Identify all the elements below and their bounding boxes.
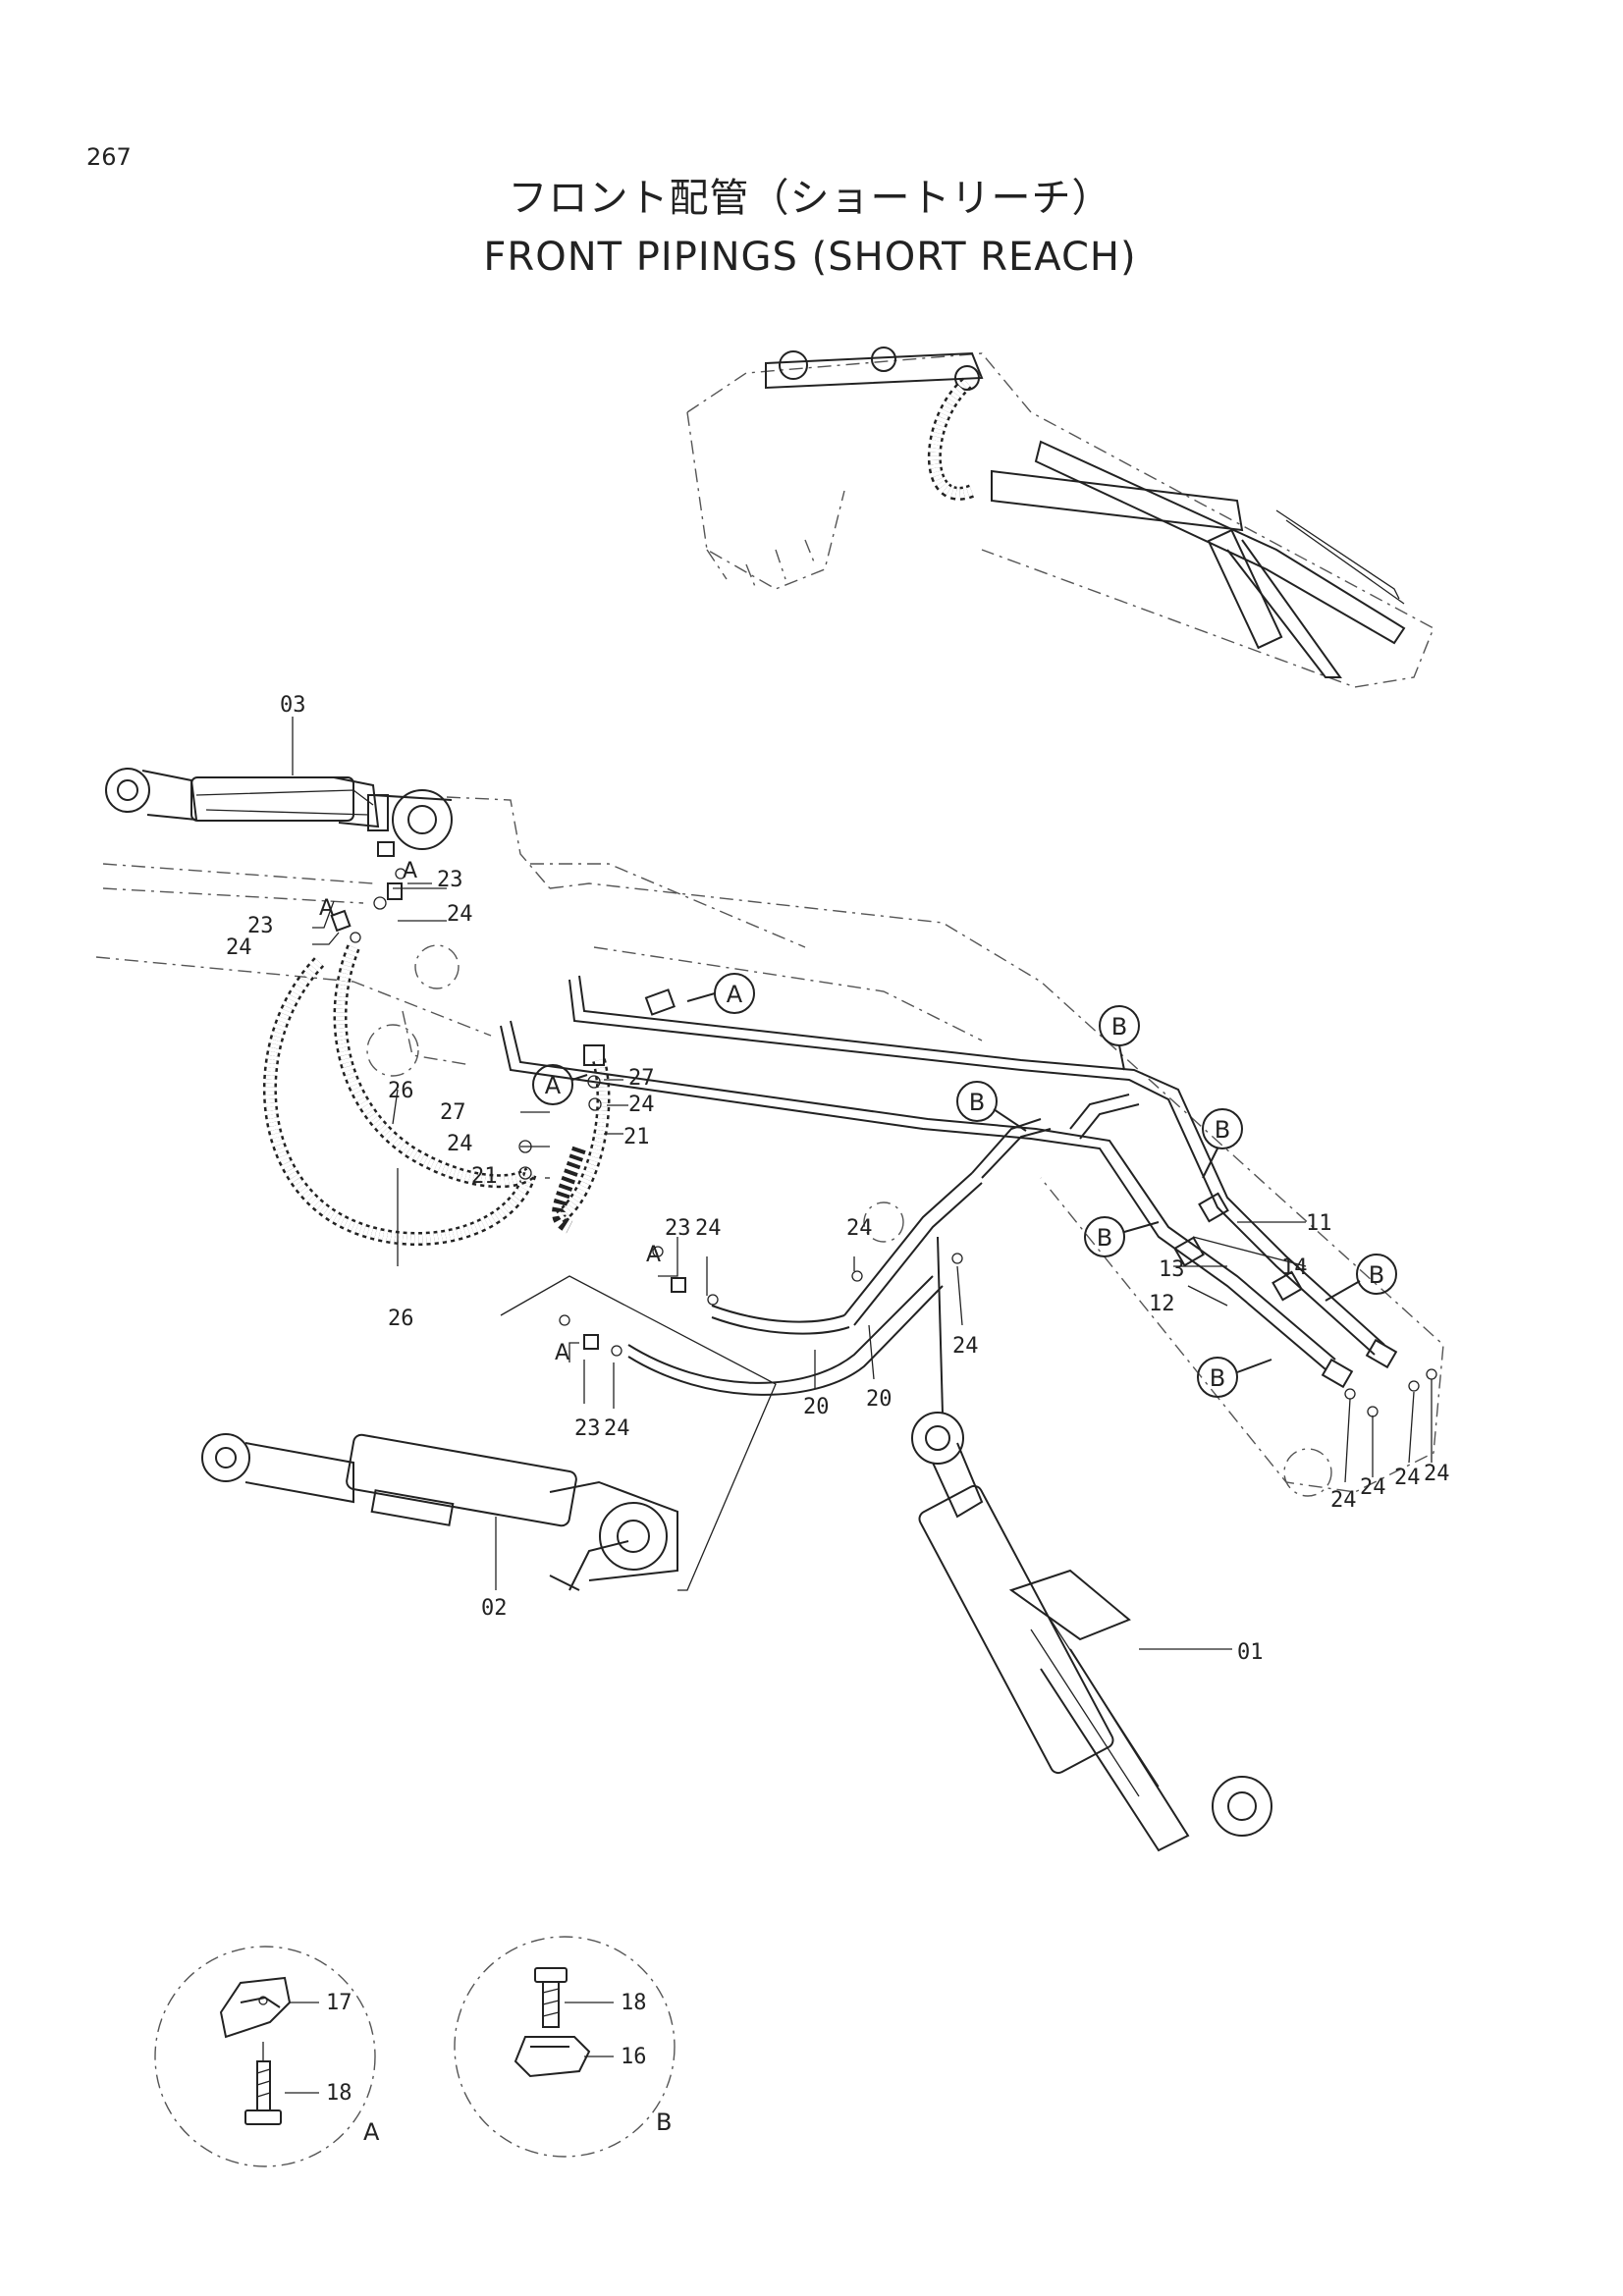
svg-text:24: 24 [1360,1475,1386,1500]
svg-text:26: 26 [388,1307,414,1331]
svg-text:A: A [363,2118,380,2146]
svg-text:A: A [646,1243,661,1267]
marker-b: B [1197,1357,1272,1398]
bucket-cylinder-01 [911,1236,1272,1852]
marker-b: B [1325,1254,1397,1302]
reference-markers: A A B B B B B [532,973,1397,1398]
svg-text:23: 23 [437,868,463,892]
svg-text:B: B [1215,1116,1230,1144]
marker-a: A [532,1064,588,1105]
svg-text:13: 13 [1159,1257,1185,1282]
svg-text:A: A [545,1072,562,1099]
svg-text:21: 21 [623,1125,650,1149]
overview-illustration [686,347,1434,688]
svg-text:A: A [727,981,743,1008]
boom-cylinder-02 [201,1433,678,1591]
svg-text:14: 14 [1281,1255,1308,1280]
marker-a: A [686,973,755,1014]
svg-text:B: B [969,1089,985,1116]
svg-text:16: 16 [621,2045,647,2069]
title-japanese: フロント配管（ショートリーチ） [509,176,1112,221]
svg-text:B: B [1210,1364,1225,1392]
svg-text:24: 24 [695,1216,722,1241]
svg-text:01: 01 [1237,1640,1264,1665]
marker-b: B [1202,1108,1243,1179]
detail-view-b: 18 16 B [454,1936,676,2158]
svg-text:24: 24 [447,1132,473,1156]
svg-text:24: 24 [604,1416,630,1441]
title-english: FRONT PIPINGS (SHORT REACH) [483,235,1136,280]
svg-text:27: 27 [440,1100,466,1125]
marker-b: B [1084,1216,1160,1257]
boom-outline [95,796,1444,1497]
svg-text:23: 23 [247,914,274,938]
hoses-26 [263,944,611,1247]
svg-text:17: 17 [326,1991,352,2015]
svg-text:18: 18 [326,2081,352,2106]
leader-lines [292,717,1433,1650]
svg-text:B: B [1369,1261,1384,1289]
svg-text:24: 24 [628,1093,655,1117]
svg-text:27: 27 [628,1066,655,1091]
svg-text:B: B [1097,1224,1112,1252]
svg-text:23: 23 [574,1416,601,1441]
svg-text:A: A [403,859,417,883]
svg-text:26: 26 [388,1079,414,1103]
svg-text:23: 23 [665,1216,691,1241]
svg-text:A: A [319,896,334,921]
marker-b: B [1099,1005,1140,1071]
part-callouts: 03 23 24 23 24 26 27 24 21 27 24 21 26 2… [226,693,1450,1665]
view-labels: A A A A [319,859,661,1365]
detail-view-a: 17 18 A [154,1946,380,2167]
svg-text:24: 24 [447,902,473,927]
svg-text:B: B [656,2109,672,2136]
page-number: 267 [86,143,132,171]
arm-cylinder-03 [105,768,453,857]
marker-b: B [956,1081,1027,1132]
svg-text:24: 24 [1424,1462,1450,1486]
svg-text:20: 20 [866,1387,893,1412]
svg-text:24: 24 [1394,1466,1421,1490]
hoses-20 [627,1172,983,1396]
svg-text:B: B [1111,1013,1127,1041]
group-bracket [500,1275,777,1591]
svg-text:24: 24 [952,1334,979,1359]
svg-text:02: 02 [481,1596,508,1621]
fittings [330,868,1437,1417]
svg-text:12: 12 [1149,1292,1175,1316]
svg-text:11: 11 [1306,1211,1332,1236]
svg-text:18: 18 [621,1991,647,2015]
svg-text:24: 24 [1330,1488,1357,1513]
svg-text:20: 20 [803,1395,830,1419]
svg-text:24: 24 [226,935,252,960]
svg-text:24: 24 [846,1216,873,1241]
svg-text:21: 21 [471,1164,498,1189]
svg-text:A: A [555,1341,569,1365]
svg-text:03: 03 [280,693,306,718]
